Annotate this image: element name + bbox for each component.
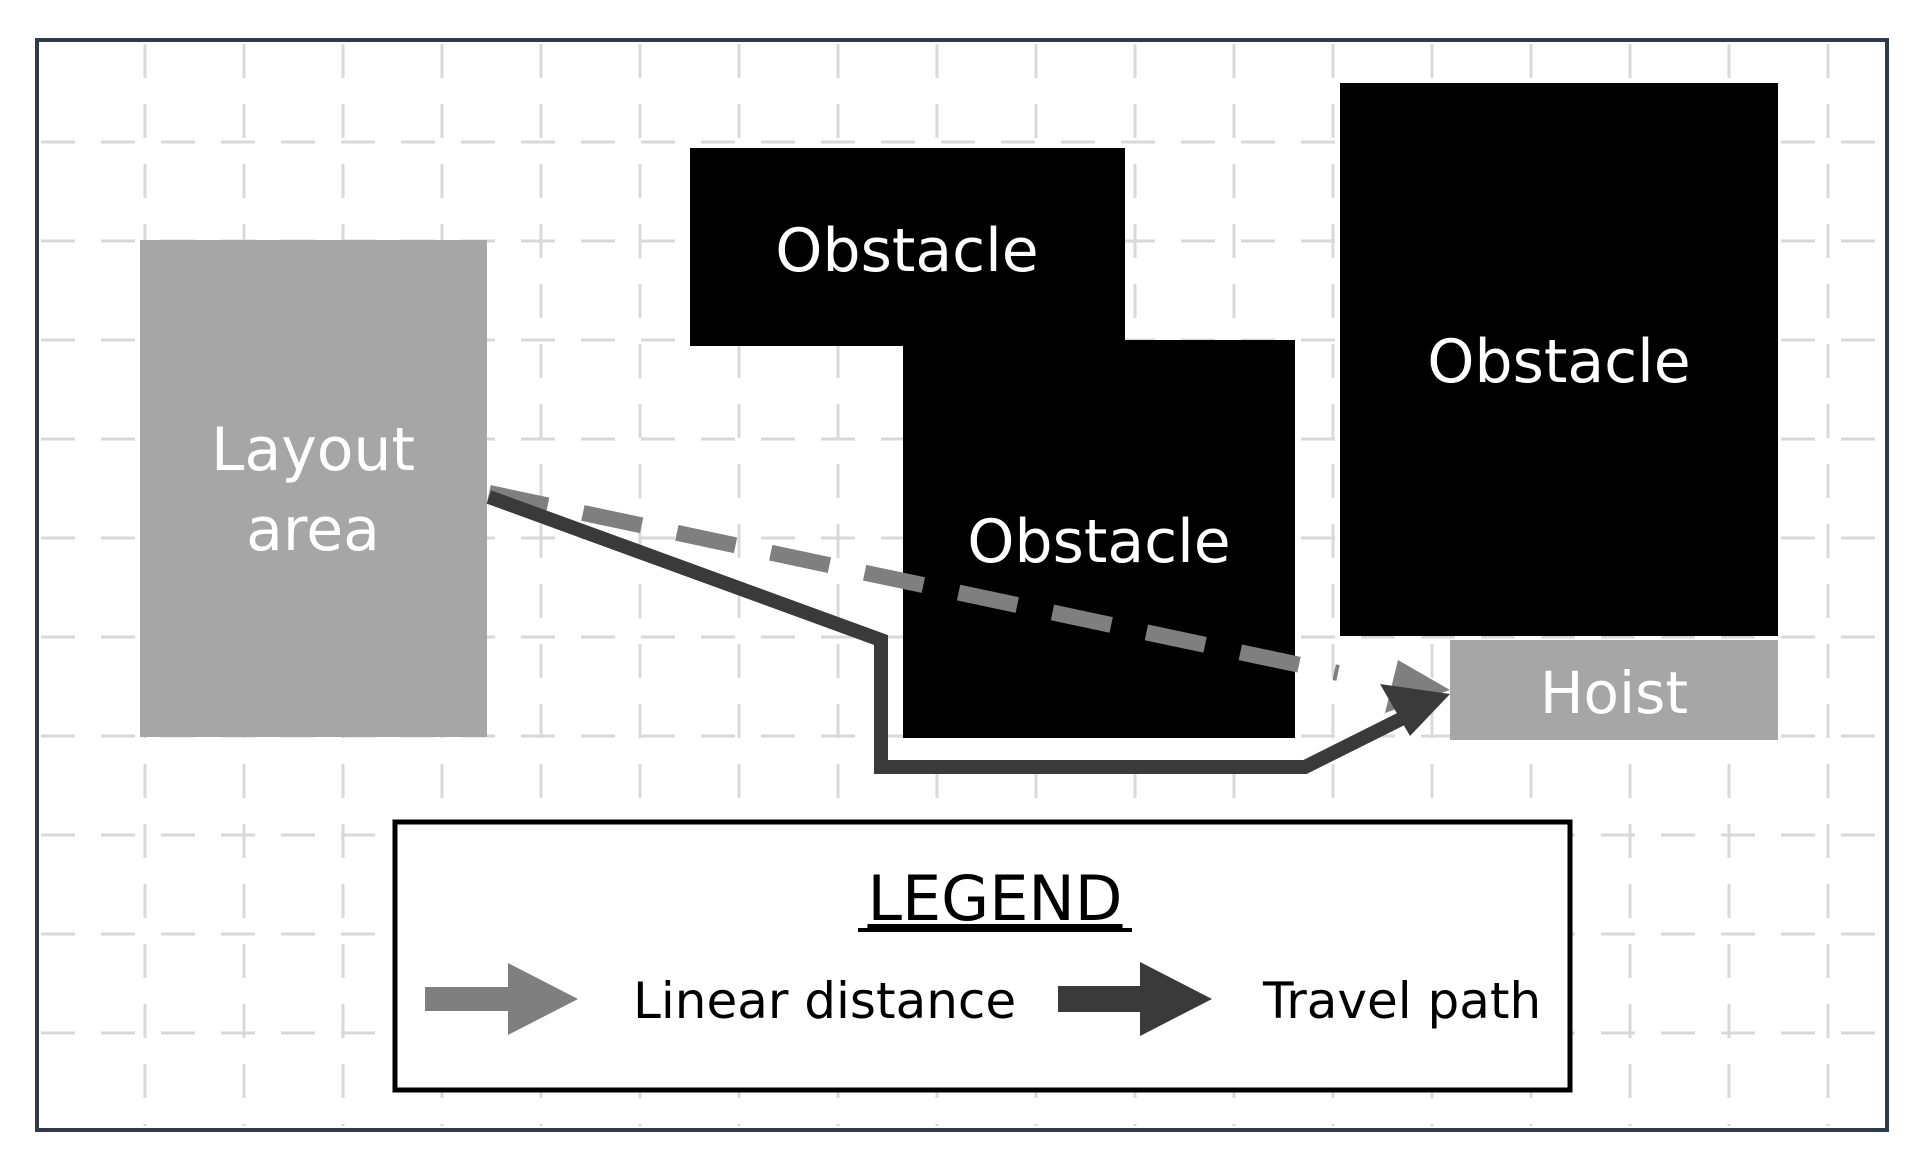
legend-linear-distance-head xyxy=(508,963,578,1035)
obstacle-right-label: Obstacle xyxy=(1427,327,1690,397)
legend-travel-path-label: Travel path xyxy=(1262,972,1541,1030)
hoist-label: Hoist xyxy=(1540,659,1688,727)
layout-area-box xyxy=(140,240,487,737)
obstacle-top-middle-box xyxy=(690,148,1125,346)
obstacle-lower-middle-label: Obstacle xyxy=(967,507,1230,577)
legend-travel-path-shaft xyxy=(1058,986,1148,1012)
layout-area: Layout area xyxy=(140,240,487,737)
travel-path-arrowhead xyxy=(1380,684,1450,736)
legend-linear-distance-shaft xyxy=(425,987,515,1011)
obstacle-right-box xyxy=(1340,83,1778,636)
obstacle-top-middle xyxy=(690,148,1125,346)
hoist-box xyxy=(1450,640,1778,740)
obstacle-lower-middle xyxy=(903,340,1295,738)
obstacle-top-middle-label: Obstacle xyxy=(775,216,1038,286)
legend-linear-distance-label: Linear distance xyxy=(633,972,1016,1030)
legend: LEGEND Linear distance Travel path xyxy=(392,819,1573,1093)
legend-title: LEGEND xyxy=(867,862,1122,935)
legend-travel-path-head xyxy=(1140,962,1212,1036)
legend-linear-distance-icon xyxy=(425,963,578,1035)
legend-box xyxy=(392,819,1573,1093)
layout-area-label-line2: area xyxy=(246,495,380,565)
obstacle-right xyxy=(1340,83,1778,636)
legend-travel-path-icon xyxy=(1058,962,1212,1036)
linear-distance-line xyxy=(487,485,1340,681)
layout-area-label-line1: Layout xyxy=(211,415,415,485)
hoist: Hoist xyxy=(1450,640,1778,740)
obstacle-lower-middle-box xyxy=(903,340,1295,738)
travel-path-line xyxy=(486,490,1409,774)
travel-path-arrow xyxy=(486,490,1450,774)
